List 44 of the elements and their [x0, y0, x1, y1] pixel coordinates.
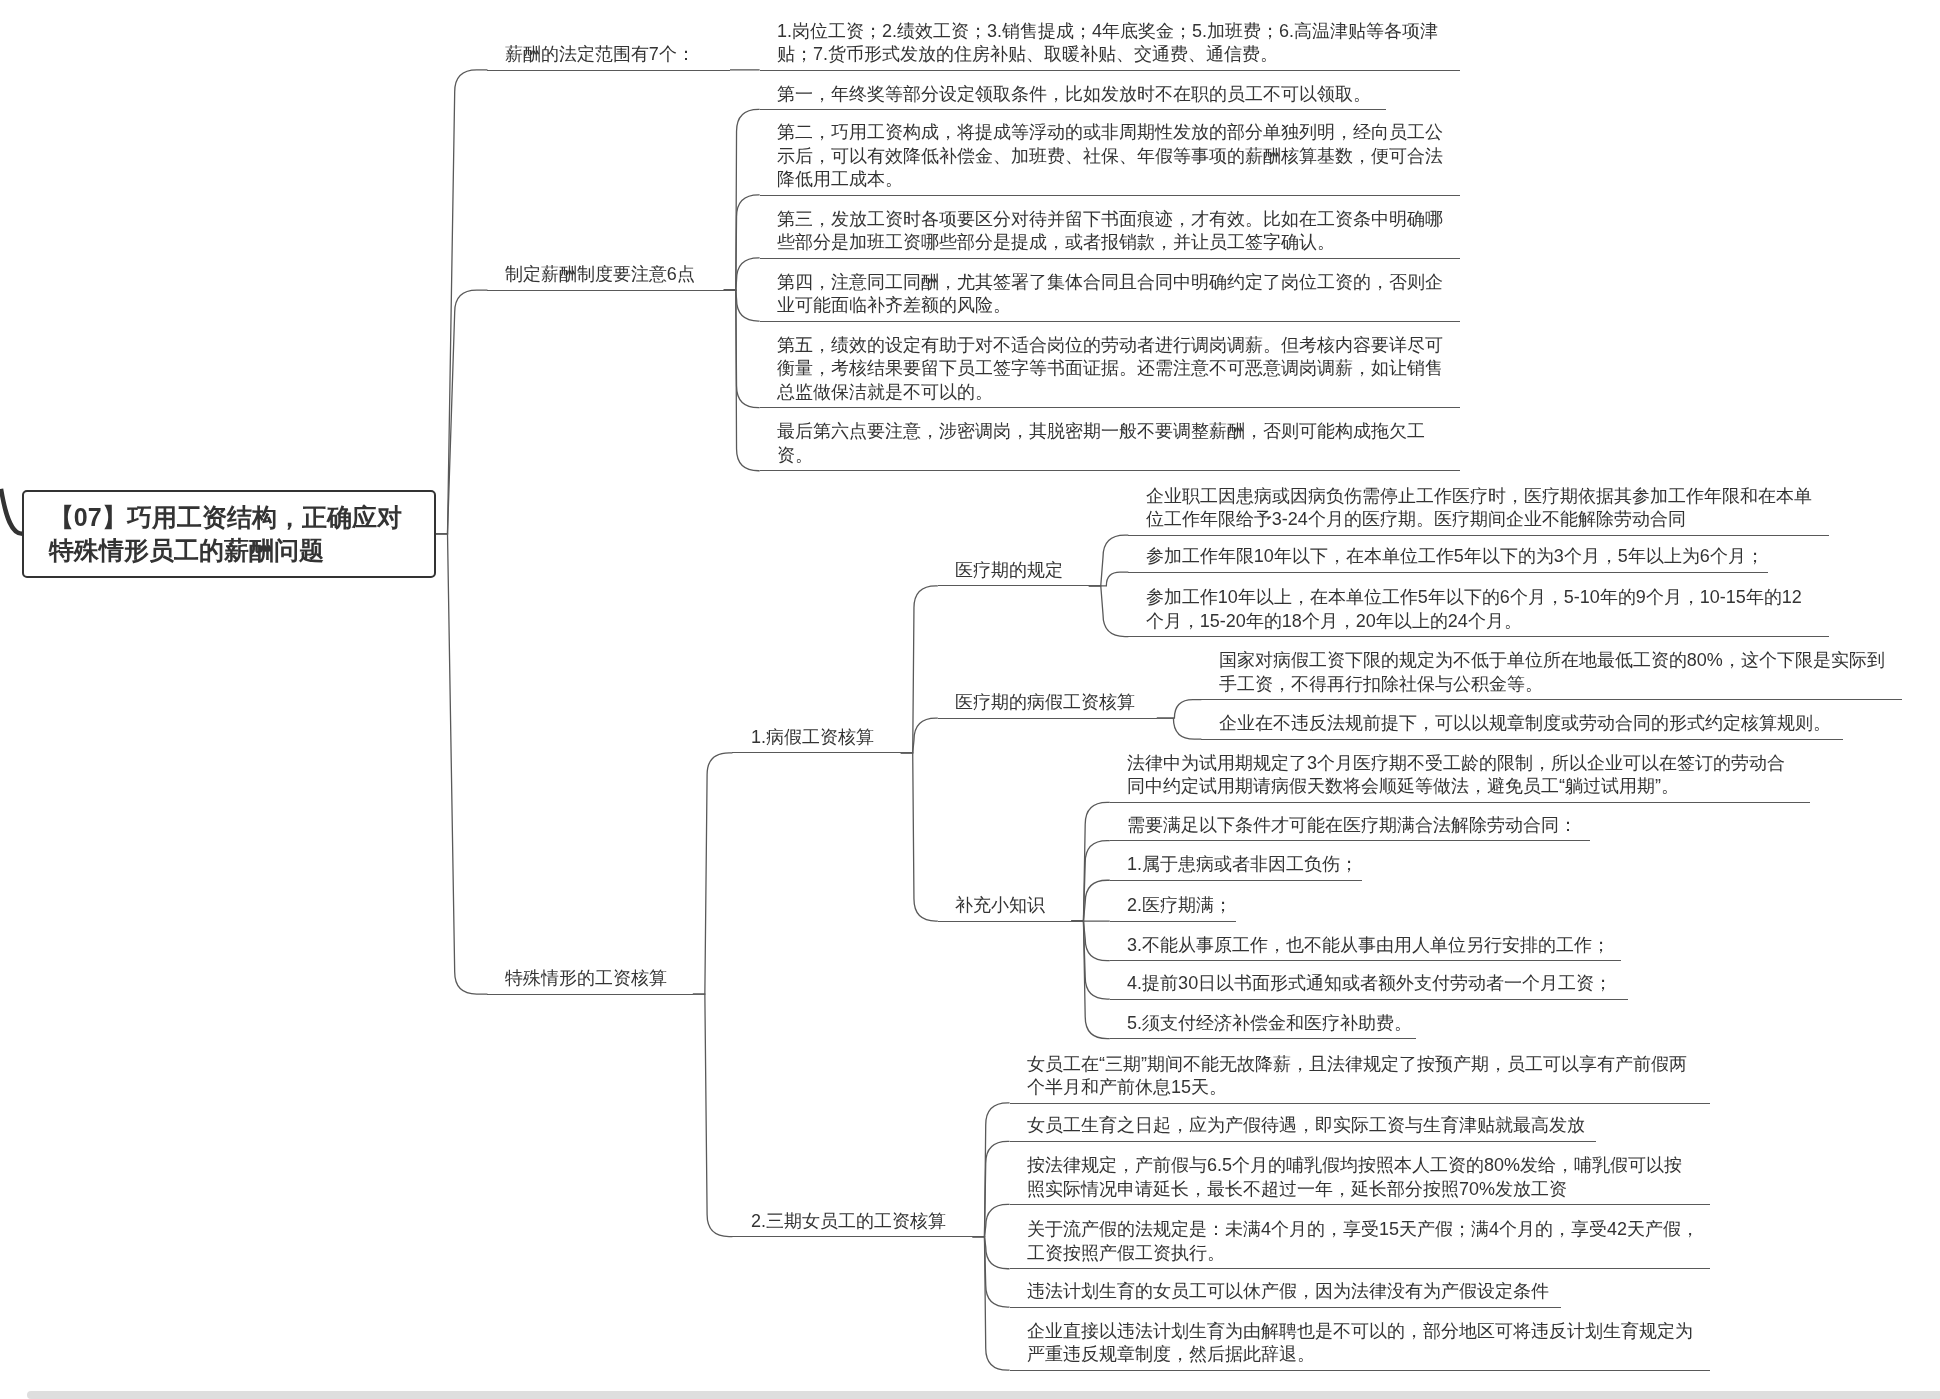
topic-label: 医疗期的病假工资核算 [937, 691, 1157, 719]
note-text: 第一，年终奖等部分设定领取条件，比如发放时不在职的员工不可以领取。 [759, 82, 1386, 111]
note-text: 企业在不违反法规前提下，可以以规章制度或劳动合同的形式约定核算规则。 [1201, 712, 1844, 740]
connector-line [1088, 585, 1129, 638]
topic-label: 1.病假工资核算 [732, 726, 901, 754]
connector-line [1070, 920, 1111, 1040]
note-text: 1.岗位工资；2.绩效工资；3.销售提成；4年底奖金；5.加班费；6.高温津贴等各项津贴；7.货币形式发放的住房补贴、取暖补贴、交通费、通信费。 [759, 19, 1460, 71]
connector-line [0, 488, 23, 537]
note-text: 最后第六点要注意，涉密调岗，其脱密期一般不要调整薪酬，否则可能构成拖欠工资。 [759, 420, 1460, 472]
connector-line [900, 752, 939, 922]
note-text: 参加工作10年以上，在本单位工作5年以下的6个月，5-10年的9个月，10-15年的12个月，15-20年的18个月，20年以上的24个月。 [1128, 586, 1829, 638]
note-text: 需要满足以下条件才可能在医疗期满合法解除劳动合同： [1109, 813, 1590, 842]
connector-line [434, 533, 489, 995]
note-text: 参加工作年限10年以下，在本单位工作5年以下的为3个月，5年以上为6个月； [1128, 545, 1768, 573]
note-text: 国家对病假工资下限的规定为不低于单位所在地最低工资的80%，这个下限是实际到手工资，不得再行扣除社保与公积金等。 [1201, 649, 1902, 701]
note-text: 法律中为试用期规定了3个月医疗期不受工龄的限制，所以企业可以在签订的劳动合同中约定试用期请病假天数将会顺延等做法，避免员工“躺过试用期”。 [1109, 752, 1811, 803]
note-text: 第三，发放工资时各项要区分对待并留下书面痕迹，才有效。比如在工资条中明确哪些部分是加班工资哪些部分是提成，或者报销款，并让员工签字确认。 [759, 207, 1460, 259]
connector-line [729, 69, 761, 71]
note-text: 关于流产假的法规定是：未满4个月的，享受15天产假；满4个月的，享受42天产假，工资按照产假工资执行。 [1009, 1218, 1710, 1270]
topic-label: 制定薪酬制度要注意6点 [487, 263, 724, 291]
note-text: 女员工在“三期”期间不能无故降薪，且法律规定了按预产期，员工可以享有产前假两个半月和产前休息15天。 [1009, 1052, 1710, 1104]
central-topic-box: 【07】巧用工资结构，正确应对特殊情形员工的薪酬问题 [22, 489, 436, 578]
note-text: 第四，注意同工同酬，尤其签署了集体合同且合同中明确约定了岗位工资的，否则企业可能面临补齐差额的风险。 [759, 270, 1460, 322]
note-text: 按法律规定，产前假与6.5个月的哺乳假均按照本人工资的80%发给，哺乳假可以按照实际情况申请延长，最长不超过一年，延长部分按照70%发放工资 [1009, 1154, 1710, 1206]
connector-line [723, 289, 761, 472]
note-text: 3.不能从事原工作，也不能从事由用人单位另行安排的工作； [1109, 933, 1621, 962]
note-text: 第五，绩效的设定有助于对不适合岗位的劳动者进行调岗调薪。但考核内容要详尽可衡量，考核结果要留下员工签字等书面证据。还需注意不可恶意调岗调薪，如让销售总监做保洁就是不可以的。 [759, 333, 1460, 409]
note-text: 企业职工因患病或因病负伤需停止工作医疗时，医疗期依据其参加工作年限和在本单位工作年限给予3-24个月的医疗期。医疗期间企业不能解除劳动合同 [1128, 484, 1829, 536]
note-text: 5.须支付经济补偿金和医疗补助费。 [1109, 1011, 1417, 1040]
note-text: 女员工生育之日起，应为产假待遇，即实际工资与生育津贴就最高发放 [1009, 1114, 1597, 1142]
note-text: 2.医疗期满； [1109, 894, 1237, 922]
connector-line [971, 1235, 1011, 1371]
topic-label: 薪酬的法定范围有7个： [487, 43, 730, 71]
note-text: 违法计划生育的女员工可以休产假，因为法律没有为产假设定条件 [1009, 1280, 1562, 1308]
topic-label: 补充小知识 [937, 894, 1072, 922]
note-text: 企业直接以违法计划生育为由解聘也是不可以的，部分地区可将违反计划生育规定为严重违反规章制度，然后据此辞退。 [1009, 1319, 1710, 1371]
connector-line [1156, 717, 1202, 740]
note-text: 第二，巧用工资构成，将提成等浮动的或非周期性发放的部分单独列明，经向员工公示后，可以有效降低补偿金、加班费、社保、年假等事项的薪酬核算基数，便可合法降低用工成本。 [759, 121, 1460, 196]
topic-label: 医疗期的规定 [937, 558, 1089, 587]
topic-label: 2.三期女员工的工资核算 [732, 1209, 973, 1238]
connector-line [692, 993, 734, 1238]
note-text: 4.提前30日以书面形式通知或者额外支付劳动者一个月工资； [1109, 972, 1629, 1000]
topic-label: 特殊情形的工资核算 [487, 967, 693, 995]
note-text: 1.属于患病或者非因工负伤； [1109, 853, 1363, 881]
